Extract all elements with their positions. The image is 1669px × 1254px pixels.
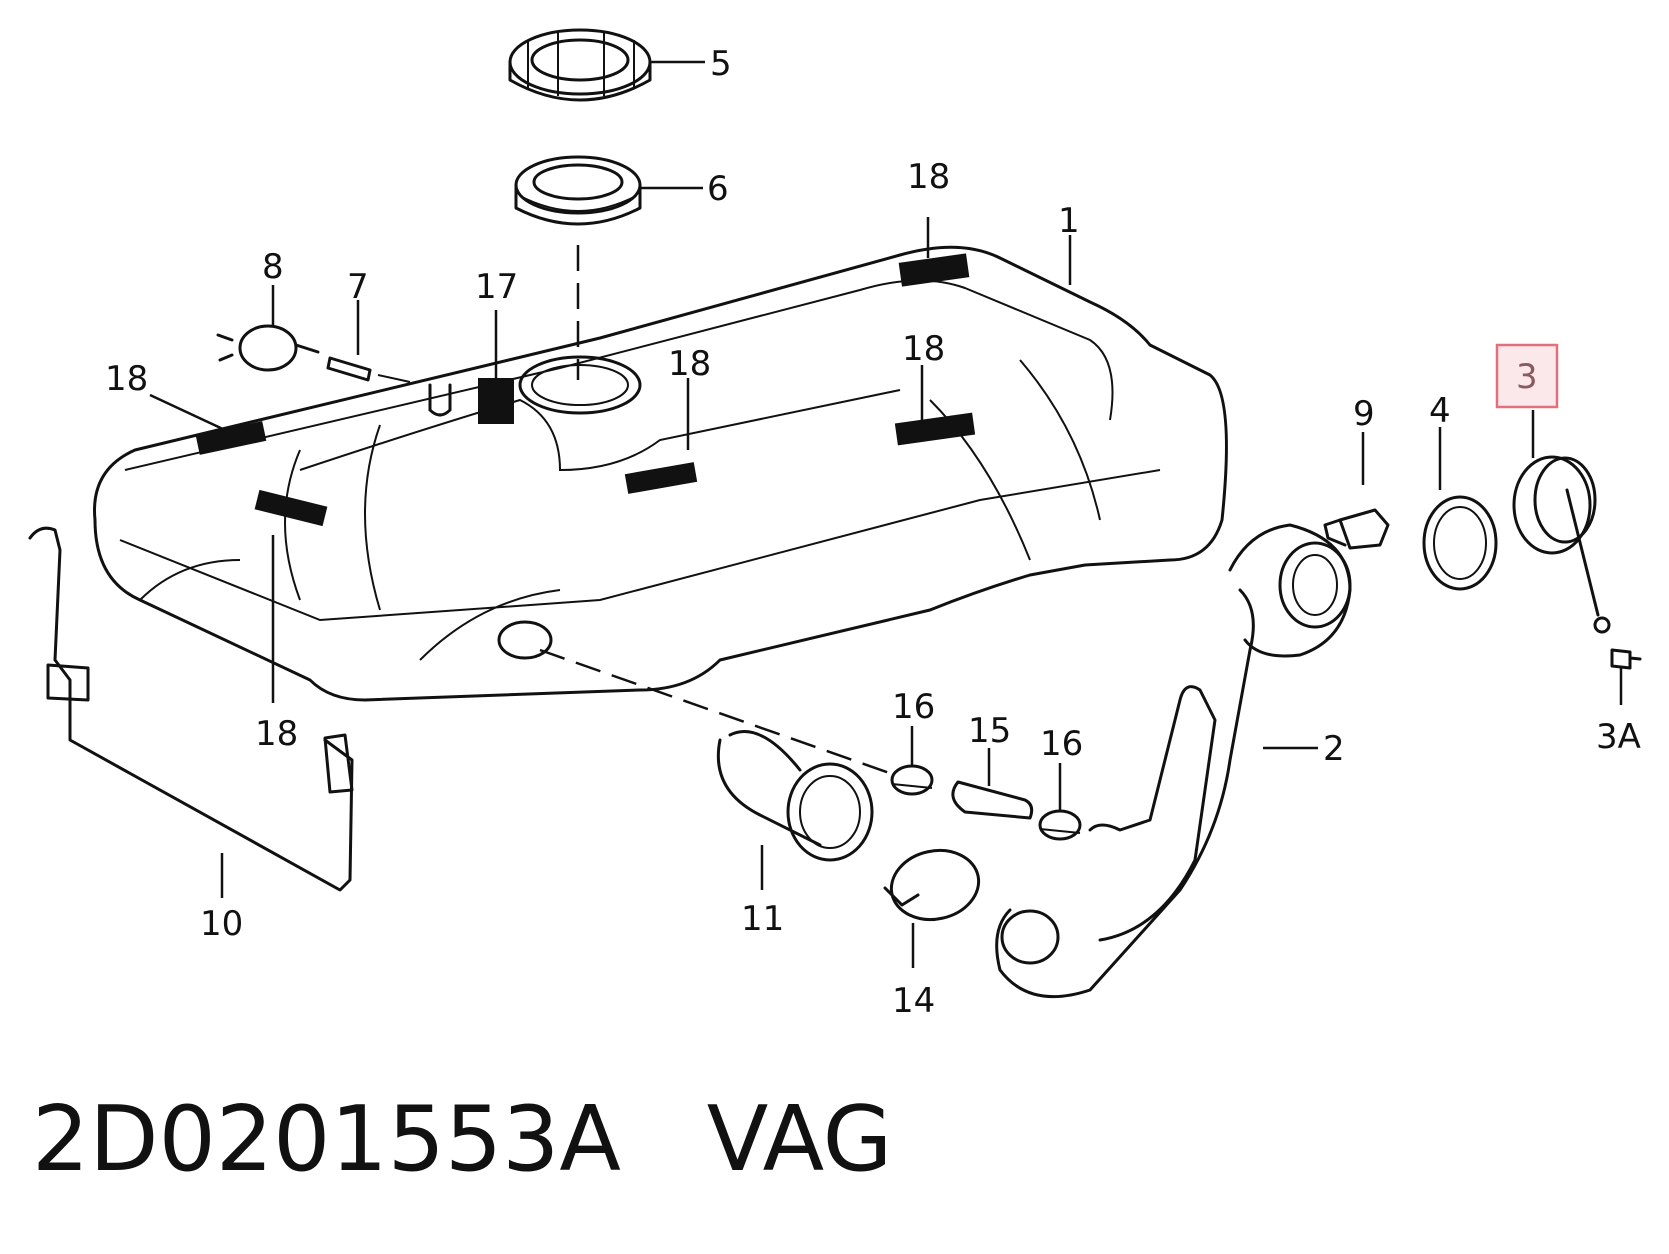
highlight-box — [1495, 343, 1559, 409]
seal-part-6[interactable] — [514, 155, 642, 226]
callout-6: 6 — [707, 169, 729, 209]
hose-part-11[interactable] — [497, 620, 874, 862]
callout-8: 8 — [262, 247, 284, 287]
filler-cap-part-3[interactable] — [1512, 455, 1611, 634]
locking-ring-part-5[interactable] — [508, 28, 652, 102]
pipe-part-15[interactable] — [951, 780, 1034, 820]
callout-11: 11 — [741, 899, 784, 939]
hose-clamp-part-16-left[interactable] — [890, 764, 934, 796]
fuel-filter-part-8[interactable] — [216, 324, 320, 372]
callout-18-left: 18 — [105, 359, 148, 399]
leader-lines — [149, 60, 1623, 968]
callout-9: 9 — [1353, 394, 1375, 434]
callout-18-bottom: 18 — [255, 714, 298, 754]
connecting-pipe-part-7[interactable] — [326, 356, 411, 383]
callout-16-right: 16 — [1040, 724, 1083, 764]
assembly-line-hose — [539, 648, 896, 777]
callout-4: 4 — [1429, 391, 1451, 431]
hose-clamp-part-14[interactable] — [883, 843, 985, 928]
seal-ring-part-4[interactable] — [1422, 495, 1498, 591]
fuel-tank-part-1[interactable] — [93, 245, 1228, 702]
callout-7: 7 — [347, 267, 369, 307]
callout-16-left: 16 — [892, 687, 935, 727]
callout-18-top: 18 — [907, 157, 950, 197]
part-number-caption: 2D0201553A VAG — [32, 1087, 893, 1192]
callout-5: 5 — [710, 44, 732, 84]
callout-18-center: 18 — [668, 344, 711, 384]
callout-3a: 3A — [1596, 717, 1641, 757]
callout-10: 10 — [200, 904, 243, 944]
bolt-part-9[interactable] — [1323, 508, 1390, 550]
callout-2: 2 — [1323, 729, 1345, 769]
callout-17: 17 — [475, 267, 518, 307]
filler-neck-part-2[interactable] — [995, 523, 1352, 999]
vent-line-part-10[interactable] — [28, 526, 354, 892]
callout-1: 1 — [1058, 201, 1080, 241]
retainer-part-3a[interactable] — [1610, 648, 1642, 670]
callout-14: 14 — [892, 981, 935, 1021]
callout-18-right: 18 — [902, 329, 945, 369]
callout-15: 15 — [968, 711, 1011, 751]
callout-3: 3 — [1516, 357, 1538, 397]
hose-clamp-part-16-right[interactable] — [1038, 809, 1082, 841]
callout-labels: 5 6 18 1 8 7 17 18 18 18 3 9 4 3A 16 15 … — [105, 44, 1641, 1021]
